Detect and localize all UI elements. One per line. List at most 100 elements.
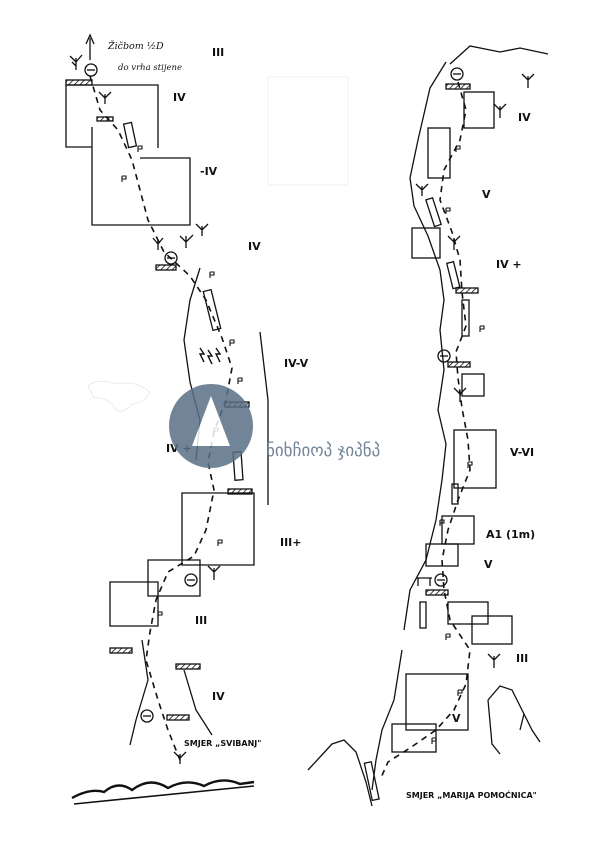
grade-label: -IV xyxy=(200,165,218,178)
rock-outline xyxy=(147,559,201,597)
belay-ring-icon xyxy=(450,67,464,81)
belay-station xyxy=(227,488,253,495)
top-note-line2: do vrha stijene xyxy=(118,63,182,73)
crack-symbol xyxy=(461,299,470,337)
rock-outline xyxy=(181,492,255,566)
belay-station xyxy=(96,116,114,122)
side-peak xyxy=(519,713,525,731)
correction-patch xyxy=(267,76,349,186)
grade-label: IV xyxy=(173,91,186,104)
route-start-label-left: SMJER „SVIBANJ" xyxy=(184,739,261,748)
crack-symbol xyxy=(363,760,380,802)
belay-station xyxy=(166,714,190,721)
grade-label: III+ xyxy=(280,536,302,549)
rock-outline xyxy=(91,127,191,226)
right-grade-labels: IV V IV + V-VI A1 (1m) V III V xyxy=(452,111,535,725)
grade-label: III xyxy=(212,46,224,59)
belay-ring-icon xyxy=(140,709,154,723)
rock-outline xyxy=(371,649,403,791)
side-peak xyxy=(487,699,501,755)
belay-station xyxy=(447,361,471,368)
crack-symbol xyxy=(425,196,442,228)
rock-block xyxy=(427,127,451,179)
route-start-label-right: SMJER „MARIJA POMOĆNICA" xyxy=(406,789,537,800)
exit-arrow-icon xyxy=(85,33,95,60)
belay-ring-icon xyxy=(437,349,451,363)
roof-symbol xyxy=(416,577,432,586)
belay-station xyxy=(455,287,479,294)
tree-icon xyxy=(69,54,83,70)
grade-label: V xyxy=(484,558,493,571)
top-note-line1: Žičbom ½D xyxy=(107,40,164,52)
rock-block xyxy=(463,91,495,129)
tree-icon xyxy=(493,103,507,118)
rock-outline xyxy=(449,45,549,65)
grade-label: IV xyxy=(248,240,261,253)
grade-label: V xyxy=(482,188,491,201)
left-grade-labels: III IV -IV IV IV-V IV + III+ III IV xyxy=(166,46,309,703)
belay-station xyxy=(109,647,133,654)
grade-label: A1 (1m) xyxy=(486,528,535,541)
belay-ring-icon xyxy=(84,63,98,77)
rock-block xyxy=(447,601,489,625)
piton-marks xyxy=(431,145,485,744)
ground-base xyxy=(71,779,255,800)
belay-station xyxy=(425,589,449,596)
grade-label: III xyxy=(516,652,528,665)
rock-block xyxy=(471,615,513,645)
crack-symbol xyxy=(451,483,459,505)
tree-icon xyxy=(453,387,467,402)
crack-symbol xyxy=(445,260,461,290)
tree-icon xyxy=(179,234,194,248)
grade-label: IV xyxy=(212,690,225,703)
tree-icon xyxy=(487,653,501,668)
crack-symbol xyxy=(419,601,427,629)
grade-label: V xyxy=(452,712,461,725)
rock-outline xyxy=(183,669,213,736)
watermark: ნიხჩიოპ ჯიპნპ xyxy=(169,384,380,468)
route-line-svibanj xyxy=(89,75,233,761)
left-topo xyxy=(65,33,269,805)
tree-icon xyxy=(98,91,112,104)
ground-base xyxy=(307,739,373,807)
right-topo xyxy=(307,45,549,807)
tree-icon xyxy=(195,223,209,236)
rockfall-icon xyxy=(198,347,222,365)
correction-blob xyxy=(87,380,151,412)
tree-icon xyxy=(521,73,535,88)
route-line-marija-pomocnica xyxy=(379,81,471,781)
rock-outline xyxy=(129,639,149,746)
tree-icon xyxy=(173,751,187,764)
belay-station xyxy=(155,264,177,271)
belay-ring-icon xyxy=(184,573,198,587)
rock-block xyxy=(411,227,441,259)
crack-symbol xyxy=(122,121,138,149)
rock-block xyxy=(453,429,497,489)
rock-block xyxy=(391,723,437,753)
belay-station xyxy=(175,663,201,670)
rock-block xyxy=(461,373,485,397)
rock-outline xyxy=(66,84,159,148)
tree-icon xyxy=(207,565,221,580)
crack-symbol xyxy=(202,288,222,332)
tree-icon xyxy=(152,237,164,250)
rock-outline xyxy=(403,61,447,631)
rock-outline xyxy=(65,85,92,148)
grade-label: III xyxy=(195,614,207,627)
tree-icon xyxy=(415,183,429,196)
watermark-logo-mark xyxy=(192,396,230,446)
grade-label: V-VI xyxy=(510,446,534,459)
grade-label: IV-V xyxy=(284,357,309,370)
grade-label: IV + xyxy=(496,258,522,271)
rock-outline xyxy=(109,581,159,627)
grade-label: IV xyxy=(518,111,531,124)
belay-station xyxy=(65,79,93,86)
belay-ring-icon xyxy=(164,251,178,265)
tree-icon xyxy=(447,235,461,250)
ground-base xyxy=(73,785,255,805)
belay-ring-icon xyxy=(434,573,448,587)
side-peak xyxy=(487,685,541,743)
rock-outline xyxy=(259,331,269,505)
